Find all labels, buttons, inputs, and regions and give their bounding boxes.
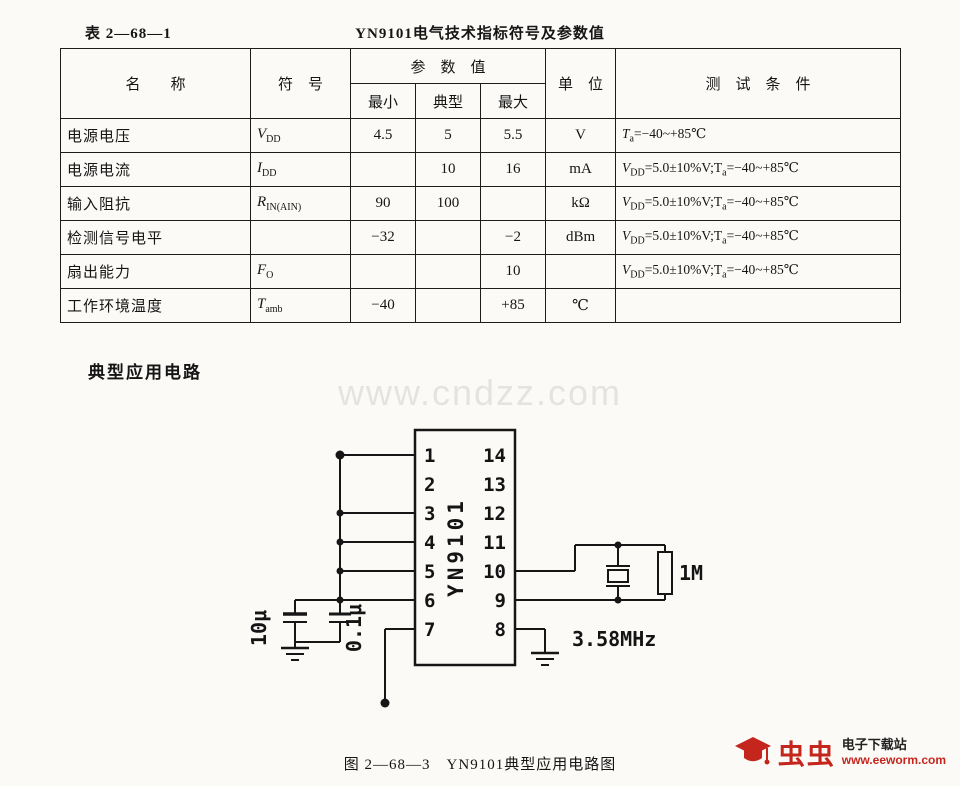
max-cell: 10	[479, 254, 547, 289]
table-label: 表 2—68—1	[85, 26, 172, 42]
resistor-symbol	[657, 551, 673, 595]
junction-dots	[335, 450, 622, 708]
unit-cell: dBm	[545, 220, 617, 255]
table-row: 电源电流 IDD 10 16 mA VDD=5.0±10%V;Ta=−40~+8…	[60, 152, 902, 187]
ground-symbol-right	[531, 651, 559, 666]
max-cell: +85	[479, 288, 547, 323]
crystal-symbol	[606, 565, 630, 587]
col-header-typical: 典型	[415, 83, 481, 119]
param-name-cell: 扇出能力	[60, 254, 251, 289]
typical-cell	[415, 288, 481, 323]
min-cell	[350, 254, 416, 289]
max-cell	[479, 186, 547, 221]
site-url: www.eeworm.com	[841, 753, 946, 768]
pin-numbers: 1 2 3 4 5 6 7 14 13 12 11 10 9 8	[424, 445, 506, 641]
pin-number: 2	[424, 474, 435, 496]
ceramic-capacitor	[329, 612, 351, 623]
min-cell: 4.5	[350, 118, 416, 153]
typical-cell	[415, 254, 481, 289]
ic-label: YN9101	[444, 497, 468, 597]
site-name: 电子下载站	[841, 736, 907, 752]
col-header-max: 最大	[479, 83, 547, 119]
col-header-name: 名 称	[60, 48, 251, 119]
spec-table: 名 称 符 号 参 数 值 单 位 测 试 条 件 最小 典型 最大 电源电压 …	[60, 48, 902, 323]
typical-cell: 5	[415, 118, 481, 153]
pin-number: 9	[495, 590, 506, 612]
condition-cell: VDD=5.0±10%V;Ta=−40~+85℃	[615, 254, 902, 289]
typical-cell	[415, 220, 481, 255]
col-header-unit: 单 位	[545, 48, 617, 119]
pin-number: 10	[483, 561, 506, 583]
table-row: 工作环境温度 Tamb −40 +85 ℃	[60, 288, 902, 323]
table-row: 检测信号电平 −32 −2 dBm VDD=5.0±10%V;Ta=−40~+8…	[60, 220, 902, 255]
pin-number: 4	[424, 532, 435, 554]
min-cell	[350, 152, 416, 187]
symbol-cell: RIN(AIN)	[250, 186, 351, 221]
unit-cell: kΩ	[545, 186, 617, 221]
symbol-cell	[250, 220, 351, 255]
pin-number: 6	[424, 590, 435, 612]
capacitor-0u1-label: 0.1μ	[342, 604, 366, 652]
pin-number: 3	[424, 503, 435, 525]
condition-cell	[615, 288, 902, 323]
figure-caption: 图 2—68—3 YN9101典型应用电路图	[343, 757, 617, 773]
min-cell: −40	[350, 288, 416, 323]
application-circuit-diagram: 1 2 3 4 5 6 7 14 13 12 11 10 9 8 YN9101 …	[247, 428, 703, 708]
condition-cell: VDD=5.0±10%V;Ta=−40~+85℃	[615, 220, 902, 255]
unit-cell: V	[545, 118, 617, 153]
col-header-symbol: 符 号	[250, 48, 351, 119]
pin-number: 13	[483, 474, 506, 496]
typical-cell: 100	[415, 186, 481, 221]
section-title: 典型应用电路	[88, 363, 202, 382]
pin-number: 5	[424, 561, 435, 583]
unit-cell: mA	[545, 152, 617, 187]
symbol-cell: Tamb	[250, 288, 351, 323]
electrolytic-capacitor	[283, 612, 307, 623]
table-row: 电源电压 VDD 4.5 5 5.5 V Ta=−40~+85℃	[60, 118, 902, 153]
min-cell: 90	[350, 186, 416, 221]
symbol-cell: FO	[250, 254, 351, 289]
pin-number: 1	[424, 445, 435, 467]
symbol-cell: VDD	[250, 118, 351, 153]
max-cell: −2	[479, 220, 547, 255]
col-header-min: 最小	[350, 83, 416, 119]
resistor-value-label: 1M	[679, 561, 703, 585]
min-cell: −32	[350, 220, 416, 255]
watermark: www.cndzz.com	[337, 372, 623, 413]
table-row: 输入阻抗 RIN(AIN) 90 100 kΩ VDD=5.0±10%V;Ta=…	[60, 186, 902, 221]
pin-number: 14	[483, 445, 506, 467]
circuit-wires	[294, 454, 666, 703]
param-name-cell: 工作环境温度	[60, 288, 251, 323]
page-header: 表 2—68—1 YN9101电气技术指标符号及参数值	[60, 22, 900, 42]
unit-cell: ℃	[545, 288, 617, 323]
condition-cell: VDD=5.0±10%V;Ta=−40~+85℃	[615, 152, 902, 187]
max-cell: 16	[479, 152, 547, 187]
symbol-cell: IDD	[250, 152, 351, 187]
site-watermark: 虫虫 电子下载站 www.eeworm.com	[734, 733, 946, 772]
pin-number: 11	[483, 532, 506, 554]
typical-cell: 10	[415, 152, 481, 187]
ic-body	[413, 428, 517, 667]
col-header-test-condition: 测 试 条 件	[615, 48, 902, 119]
table-row: 扇出能力 FO 10 VDD=5.0±10%V;Ta=−40~+85℃	[60, 254, 902, 289]
unit-cell	[545, 254, 617, 289]
param-name-cell: 电源电流	[60, 152, 251, 187]
param-name-cell: 电源电压	[60, 118, 251, 153]
crystal-frequency-label: 3.58MHz	[572, 627, 656, 651]
pin-number: 8	[495, 619, 506, 641]
max-cell: 5.5	[479, 118, 547, 153]
col-header-param-value: 参 数 值	[349, 48, 547, 84]
capacitor-10u-label: 10μ	[247, 610, 271, 646]
ground-symbol-left	[281, 646, 309, 661]
param-name-cell: 输入阻抗	[60, 186, 251, 221]
condition-cell: Ta=−40~+85℃	[615, 118, 902, 153]
condition-cell: VDD=5.0±10%V;Ta=−40~+85℃	[615, 186, 902, 221]
pin-number: 12	[483, 503, 506, 525]
eeworm-logo-icon	[734, 736, 771, 764]
pin-number: 7	[424, 619, 435, 641]
page-title: YN9101电气技术指标符号及参数值	[355, 26, 605, 42]
site-brand: 虫虫	[777, 740, 836, 770]
param-name-cell: 检测信号电平	[60, 220, 251, 255]
